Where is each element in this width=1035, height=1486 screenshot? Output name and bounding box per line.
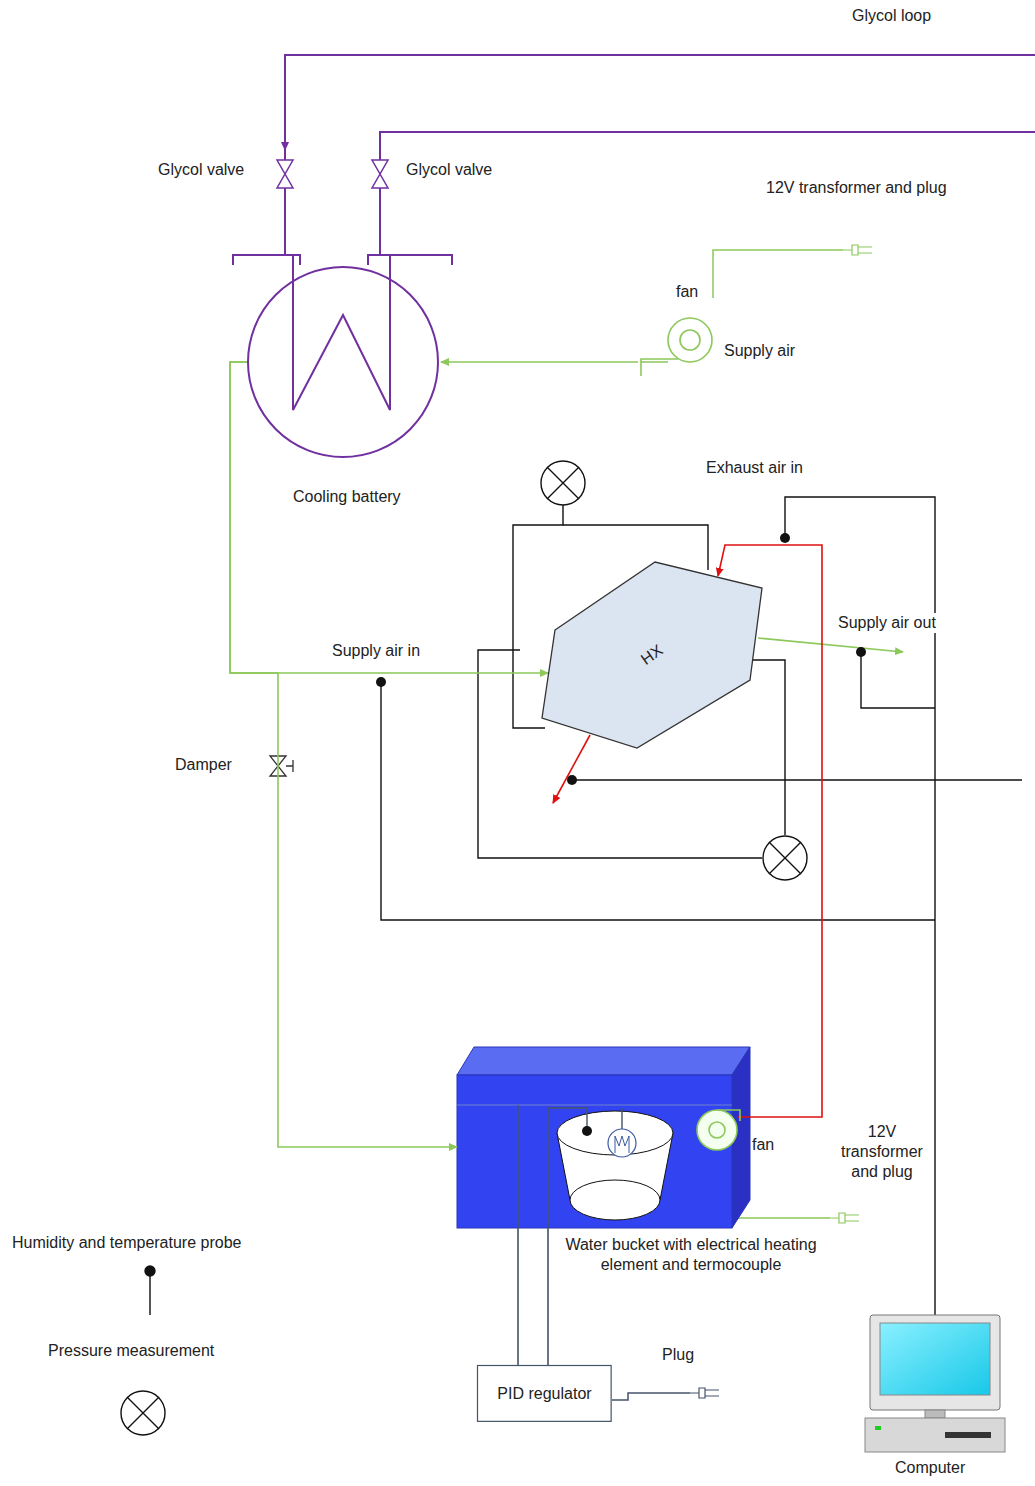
node-label: Water bucket with electrical heating ele… (565, 1236, 816, 1273)
probe-dot (376, 533, 866, 785)
supply-fan-outline (638, 316, 714, 378)
legend-text: Pressure measurement (48, 1342, 214, 1359)
text-label-holder: Supply air out (836, 613, 938, 633)
exhaust-fan-outline (694, 1107, 740, 1153)
edge-label-holder: Supply air in (330, 641, 422, 661)
text-label: Glycol valve (158, 161, 244, 178)
node-label: fan (752, 1136, 774, 1153)
connector (517, 1228, 519, 1365)
node-label-holder: PID regulator (477, 1365, 612, 1422)
pressure-gauge (541, 461, 807, 880)
node-label-holder: Computer (895, 1458, 965, 1478)
legend-text: Humidity and temperature probe (12, 1234, 241, 1251)
text-label: Exhaust air in (706, 459, 803, 476)
cooling-battery-outline (245, 265, 441, 459)
text-label-holder: Supply air (724, 341, 795, 361)
legend-text-holder: Pressure measurement (48, 1341, 214, 1361)
bucket-enclosure (457, 1047, 750, 1228)
node-label-holder: fan (752, 1135, 774, 1155)
node-label: fan (676, 283, 698, 300)
computer-outline (865, 1315, 1005, 1455)
node-label-holder: fan (676, 282, 698, 302)
cooling-battery: Cooling battery (245, 265, 441, 459)
text-label: Damper (175, 756, 232, 773)
connector (547, 1228, 549, 1365)
text-label-holder: Exhaust air in (706, 458, 803, 478)
text-label-holder: Plug (662, 1345, 694, 1365)
text-label-holder: Damper (175, 755, 232, 775)
legend-text-holder: Humidity and temperature probe (12, 1233, 241, 1253)
text-label: Plug (662, 1346, 694, 1363)
node-label-holder: Water bucket with electrical heating ele… (556, 1235, 826, 1275)
node-label: Cooling battery (293, 488, 401, 505)
text-label: Glycol valve (406, 161, 492, 178)
supply-fan: fan (638, 316, 714, 378)
edge-label: Supply air in (332, 642, 420, 659)
pid-regulator: PID regulator (477, 1365, 612, 1422)
exhaust-fan: fan (694, 1107, 740, 1153)
node-label: Computer (895, 1459, 965, 1476)
computer: Computer (865, 1315, 1005, 1455)
text-label-holder: 12V transformer and plug (830, 1122, 934, 1182)
connector (230, 362, 457, 1147)
text-label: Supply air out (838, 614, 936, 631)
damper-symbol (270, 756, 293, 776)
text-label: Supply air (724, 342, 795, 359)
text-label: 12V transformer and plug (841, 1123, 923, 1180)
text-label-holder: Glycol loop (852, 6, 931, 26)
text-label: Glycol loop (852, 7, 931, 24)
connector (230, 362, 548, 673)
connector (441, 361, 638, 363)
sensor-wire (381, 497, 1022, 1315)
glycol-valve (277, 160, 388, 188)
glycol-pipes (233, 55, 1035, 410)
text-label: 12V transformer and plug (766, 179, 947, 196)
text-label-holder: Glycol valve (406, 160, 492, 180)
heat-exchanger: HX (542, 562, 762, 748)
node-label-holder: Cooling battery (293, 487, 401, 507)
node-label: HX (637, 640, 667, 669)
supply-air-out (758, 638, 903, 652)
text-label-holder: 12V transformer and plug (766, 178, 947, 198)
water-bucket-box: Water bucket with electrical heating ele… (457, 1075, 732, 1228)
node-label: PID regulator (497, 1384, 591, 1404)
text-label-holder: Glycol valve (158, 160, 244, 180)
node-label-holder: HX (509, 516, 796, 795)
exhaust-air-out (553, 735, 590, 803)
